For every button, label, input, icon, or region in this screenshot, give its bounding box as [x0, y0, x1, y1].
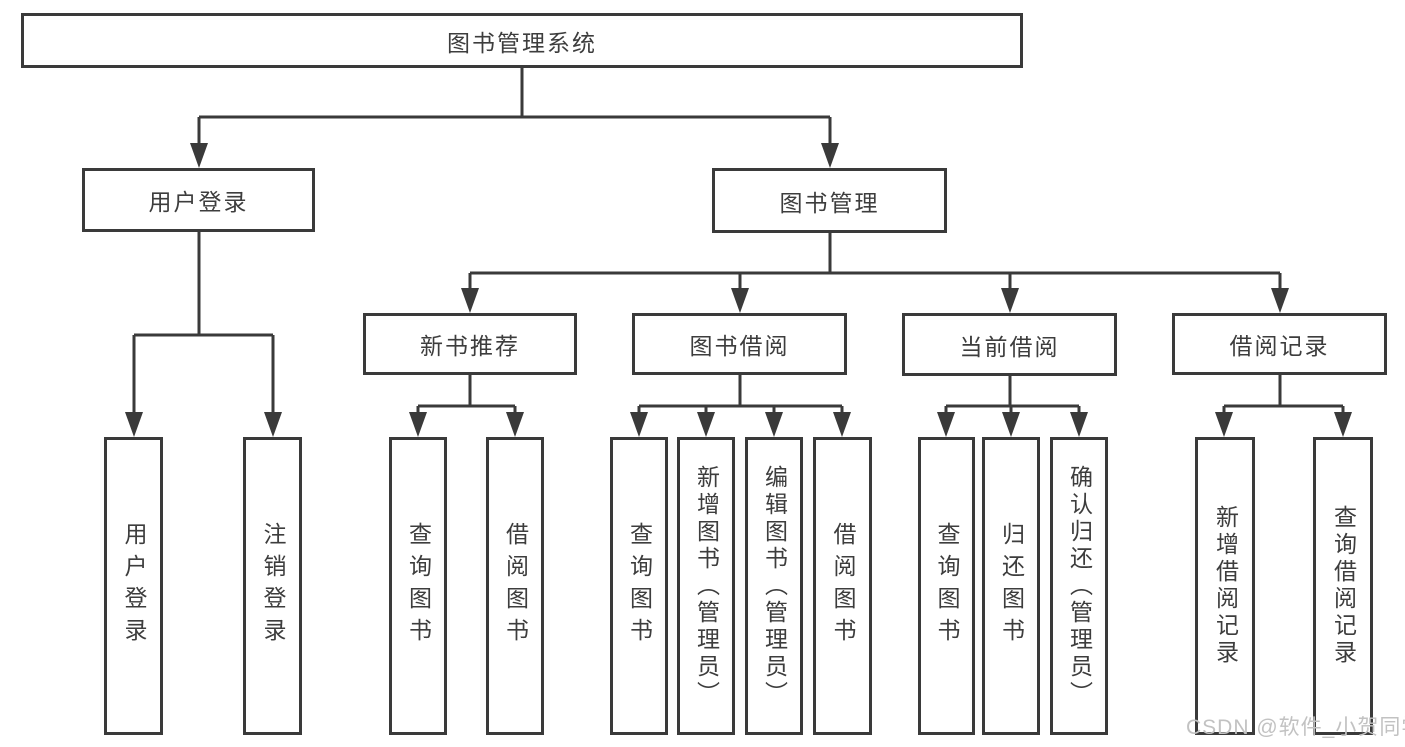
node-label: 归还图书	[998, 522, 1025, 650]
leaf-return-book: 归还图书	[982, 437, 1040, 735]
node-label: 查询图书	[934, 522, 960, 650]
leaf-add-book-admin: 新增图书（管理员）	[677, 437, 735, 735]
leaf-borrow-book: 借阅图书	[486, 437, 544, 735]
arrowhead	[833, 412, 851, 437]
node-current-borrowing: 当前借阅	[902, 313, 1117, 376]
arrowhead	[765, 412, 783, 437]
node-library-management-system: 图书管理系统	[21, 13, 1023, 68]
node-label: 当前借阅	[959, 333, 1060, 360]
connector-borrow-to-leaves	[637, 375, 844, 418]
node-label: 借阅图书	[502, 522, 529, 650]
arrowhead	[506, 412, 524, 437]
node-label: 图书借阅	[689, 333, 790, 359]
arrowhead	[264, 412, 282, 437]
leaf-logout: 注销登录	[243, 437, 302, 735]
connector-root-to-level2	[197, 68, 832, 148]
connector-record-to-leaves	[1222, 375, 1345, 418]
node-label: 借阅图书	[830, 522, 856, 650]
arrowhead	[630, 412, 648, 437]
arrowhead	[697, 412, 715, 437]
node-label: 用户登录	[121, 522, 147, 650]
node-label: 注销登录	[260, 522, 286, 650]
arrowhead	[731, 288, 749, 313]
node-label: 查询图书	[405, 522, 432, 650]
arrowhead	[1002, 412, 1020, 437]
leaf-user-login: 用户登录	[104, 437, 163, 735]
node-label: 新书推荐	[420, 333, 520, 359]
arrowhead	[1271, 288, 1289, 313]
arrowhead	[1001, 288, 1019, 313]
node-label: 新增图书（管理员）	[693, 464, 720, 708]
connector-newbook-to-leaves	[416, 375, 517, 418]
arrowhead	[409, 412, 427, 437]
node-borrowing-records: 借阅记录	[1172, 313, 1387, 375]
arrowhead	[937, 412, 955, 437]
node-label: 编辑图书（管理员）	[761, 464, 788, 708]
leaf-add-borrow-record: 新增借阅记录	[1195, 437, 1255, 735]
leaf-borrow-book: 借阅图书	[813, 437, 872, 735]
node-user-login: 用户登录	[82, 168, 315, 232]
node-label: 新增借阅记录	[1212, 505, 1239, 667]
leaf-query-book: 查询图书	[610, 437, 668, 735]
node-label: 图书管理	[779, 189, 880, 216]
node-label: 图书管理系统	[447, 29, 597, 56]
connector-bookmgmt-to-level3	[468, 233, 1282, 294]
node-label: 查询图书	[626, 522, 653, 650]
leaf-query-book: 查询图书	[918, 437, 975, 735]
node-label: 借阅记录	[1229, 333, 1330, 359]
arrowhead	[1334, 412, 1352, 437]
leaf-confirm-return-admin: 确认归还（管理员）	[1050, 437, 1108, 735]
node-label: 用户登录	[148, 189, 249, 215]
arrowhead	[1070, 412, 1088, 437]
leaf-edit-book-admin: 编辑图书（管理员）	[745, 437, 803, 735]
arrowhead	[1215, 412, 1233, 437]
node-book-borrowing: 图书借阅	[632, 313, 847, 375]
csdn-watermark: CSDN @软件_小贺同学	[1186, 716, 1405, 739]
node-book-management: 图书管理	[712, 168, 947, 233]
node-new-book-recommendation: 新书推荐	[363, 313, 577, 375]
node-label: 查询借阅记录	[1330, 505, 1357, 667]
arrowhead	[190, 143, 208, 168]
arrowhead	[461, 288, 479, 313]
connector-current-to-leaves	[944, 376, 1081, 418]
leaf-query-book: 查询图书	[389, 437, 447, 735]
arrowhead	[821, 143, 839, 168]
leaf-query-borrow-record: 查询借阅记录	[1313, 437, 1373, 735]
connector-userlogin-to-leaves	[132, 230, 275, 418]
node-label: 确认归还（管理员）	[1066, 464, 1093, 708]
arrowhead	[125, 412, 143, 437]
